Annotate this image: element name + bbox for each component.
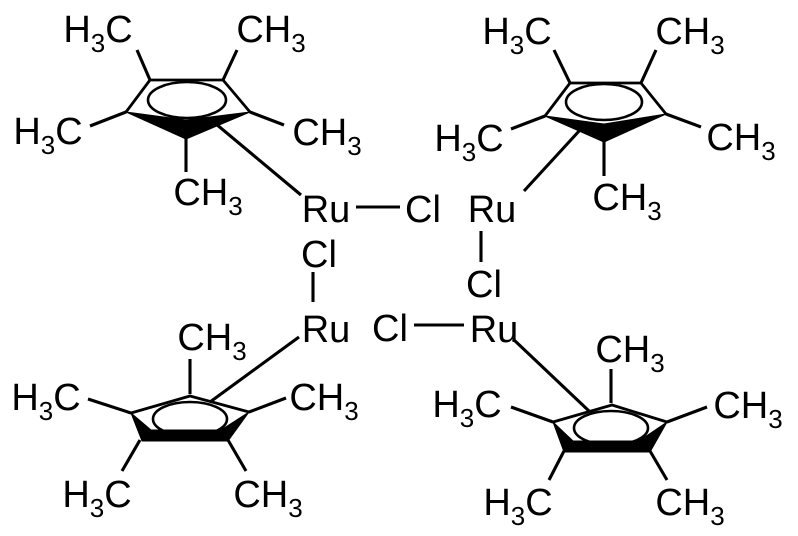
atom-label-ru-bottom-right: Ru	[470, 309, 519, 351]
bold-wedge-edge	[130, 411, 250, 442]
methyl-bond	[510, 405, 554, 424]
methyl-label-top-right-top-left: H3C	[482, 11, 551, 60]
methyl-bond	[666, 405, 708, 424]
methyl-label-bottom-left-left: H3C	[11, 377, 80, 426]
ring-edge	[610, 403, 669, 424]
methyl-label-top-right-right: CH3	[706, 117, 775, 166]
methyl-label-top-left-left: H3C	[13, 111, 82, 160]
methyl-label-top-right-bottom: CH3	[592, 177, 661, 226]
methyl-bond	[135, 49, 152, 81]
ring-edge	[221, 78, 252, 114]
aromaticity-circle	[564, 82, 644, 122]
methyl-bond	[510, 114, 546, 131]
methyl-bond	[221, 49, 239, 81]
cp-ru-bond	[215, 122, 302, 197]
ring-edge	[188, 394, 251, 414]
methyl-bond	[648, 450, 669, 481]
ring-edge	[543, 81, 572, 118]
ring-edge	[639, 81, 668, 116]
ring-edge	[124, 78, 152, 114]
cp-ru-bond	[522, 128, 582, 193]
methyl-label-bottom-right-right: CH3	[713, 385, 782, 434]
methyl-label-top-left-bottom: CH3	[173, 172, 242, 221]
methyl-label-top-left-top-left: H3C	[63, 9, 132, 58]
methyl-label-bottom-left-right: CH3	[289, 377, 358, 426]
methyl-bond	[226, 439, 248, 472]
atom-label-ru-top-right: Ru	[468, 189, 517, 231]
cp-ru-bond	[209, 335, 300, 404]
methyl-bond	[87, 397, 132, 415]
aromaticity-circle	[572, 409, 650, 447]
methyl-bond	[665, 112, 702, 129]
methyl-bond	[639, 49, 658, 84]
methyl-bond	[120, 439, 142, 472]
ring-edge	[129, 394, 192, 415]
bold-wedge-edge	[603, 113, 667, 143]
methyl-bond	[552, 49, 572, 84]
methyl-label-bottom-right-top: CH3	[595, 329, 664, 378]
methyl-label-top-right-top-right: CH3	[655, 11, 724, 60]
atom-label-ru-bottom-left: Ru	[302, 309, 351, 351]
methyl-label-bottom-right-left: H3C	[432, 384, 501, 433]
methyl-label-bottom-left-top: CH3	[177, 317, 246, 366]
methyl-bond	[89, 110, 127, 128]
methyl-bond	[249, 110, 285, 127]
methyl-label-top-left-right: CH3	[292, 112, 361, 161]
methyl-bond	[547, 450, 566, 481]
methyl-label-bottom-right-bottom-left: H3C	[483, 482, 552, 531]
bold-wedge-edge	[552, 421, 668, 453]
atom-label-cl-left: Cl	[301, 234, 337, 276]
methyl-label-bottom-left-bottom-left: H3C	[62, 474, 131, 523]
aromaticity-circle	[146, 80, 228, 120]
atom-label-cl-right: Cl	[466, 264, 502, 306]
methyl-label-bottom-right-bottom-right: CH3	[655, 482, 724, 531]
methyl-bond	[248, 396, 287, 414]
cp-ru-bond	[511, 337, 591, 413]
atom-label-cl-top: Cl	[405, 189, 441, 231]
bold-wedge-edge	[125, 111, 187, 140]
atom-label-ru-top-left: Ru	[302, 189, 351, 231]
atom-label-cl-bottom: Cl	[372, 308, 408, 350]
methyl-label-top-left-top-right: CH3	[236, 9, 305, 58]
methyl-label-bottom-left-bottom-right: CH3	[233, 474, 302, 523]
methyl-label-top-right-left: H3C	[434, 118, 503, 167]
ring-edge	[551, 403, 614, 424]
